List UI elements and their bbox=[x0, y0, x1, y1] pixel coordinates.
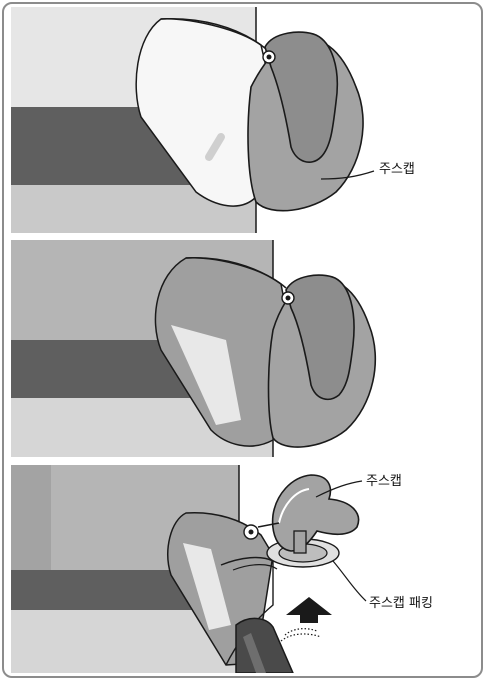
step-3-illustration: 주스캡 주스캡 패킹 bbox=[11, 465, 476, 673]
step-1-panel: 주스캡 bbox=[11, 7, 476, 233]
packing-label: 주스캡 패킹 bbox=[369, 596, 433, 611]
step-2-panel bbox=[11, 240, 476, 457]
step-2-illustration bbox=[11, 240, 476, 457]
step-3-panel: 주스캡 주스캡 패킹 bbox=[11, 465, 476, 673]
cap-label: 주스캡 bbox=[366, 474, 402, 489]
cap-label: 주스캡 bbox=[379, 162, 415, 177]
step-1-illustration: 주스캡 bbox=[11, 7, 476, 233]
